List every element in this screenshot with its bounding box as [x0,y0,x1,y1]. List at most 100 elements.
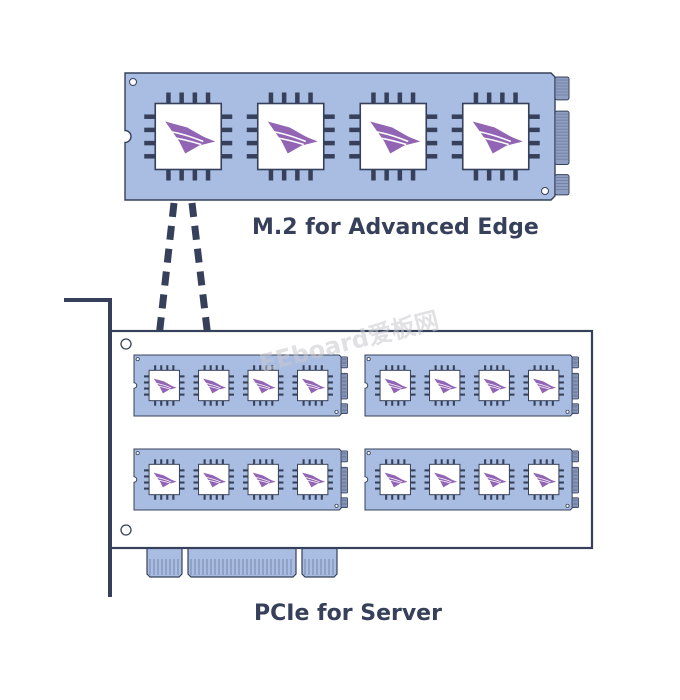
chip-pin [426,154,438,159]
chip [292,365,333,406]
chip-pin [242,475,249,478]
chip-pin [403,400,406,406]
chip-pin [528,114,540,119]
chip-pin [459,381,465,384]
chip-pin [327,381,333,384]
chip-pin [424,487,430,490]
chip-body [154,102,223,171]
chip-pin [539,494,542,500]
chip-pin [314,400,317,406]
chip-pin [509,393,515,396]
chip-pin [424,475,430,478]
pcie-module [364,448,579,511]
chip-pin [446,459,449,465]
m2-label: M.2 for Advanced Edge [252,215,539,240]
chip-pin [424,375,430,378]
chip-pin [410,92,416,104]
chip-pin [523,475,529,478]
chip-pin [242,381,249,384]
chip-pin [205,92,211,104]
connection-line-left [154,202,178,347]
chip-pin [228,375,234,378]
chip-pin [451,114,463,119]
chip-pin [209,494,212,500]
chip-pin [490,365,493,371]
chip-pin [292,387,298,390]
chip-pin [221,114,233,119]
chip-pin [215,365,218,371]
chip-pin [271,494,274,500]
chip-pin [473,387,480,390]
chip-pin [451,140,463,146]
connection-line-right [188,202,213,347]
chip-pin [545,459,548,465]
pcie-gold-fingers [146,547,338,578]
chip-pin [292,475,298,478]
chip-pin [502,365,505,371]
chip-pin [221,127,233,133]
chip-pin [292,487,298,490]
chip [193,459,234,500]
chip-pin [558,387,564,390]
chip-pin [308,169,313,181]
chip-pin [221,154,233,159]
chip-pin [528,154,540,159]
chip-pin [144,127,156,133]
chip-pin [259,365,262,371]
chip [375,365,416,406]
chip-pin [278,469,284,472]
chip-pin [179,475,185,478]
chip-pin [509,381,515,384]
pcie-hole [366,357,371,362]
chip-pin [320,365,323,371]
chip-pin [509,469,515,472]
chip-pin [426,127,438,133]
chip-pin [323,127,335,133]
chip-pin [385,400,388,406]
chip-pin [484,459,487,465]
pcie-connector-pad [340,466,348,494]
chip-pin [166,494,169,500]
chip-pin [440,459,443,465]
chip-pin [278,481,284,484]
chip-pin [513,169,518,181]
chip-pin [327,469,333,472]
chip-pin [144,393,150,396]
chip-pin [523,381,529,384]
chip-pin [403,459,406,465]
chip-pin [349,127,361,133]
chip-pin [424,381,430,384]
chip-pin [528,140,540,146]
chip [144,92,233,181]
chip-pin [385,494,388,500]
chip-pin [203,400,206,406]
chip-pin [246,154,258,159]
pcie-connector-pad [571,403,579,414]
chip-pin [179,393,185,396]
chip-pin [446,365,449,371]
chip [523,459,564,500]
chip-pin [144,387,150,390]
chip-pin [459,469,465,472]
chip-pin [375,387,381,390]
chip-pin [160,400,163,406]
chip-pin [371,92,376,104]
chip-pin [278,393,284,396]
chip-pin [144,469,150,472]
chip-pin [403,365,406,371]
chip-pin [558,375,564,378]
chip-pin [451,154,463,159]
chip-pin [403,494,406,500]
chip-pin [228,469,234,472]
chip-pin [327,375,333,378]
chip-pin [545,365,548,371]
m2-card [124,72,570,201]
chip-pin [500,92,505,104]
chip-pin [320,459,323,465]
chip-pin [242,387,249,390]
gold-finger-segment [301,547,338,578]
m2-hole [541,187,549,195]
chip-pin [523,375,529,378]
chip-pin [228,481,234,484]
chip-pin [179,375,185,378]
